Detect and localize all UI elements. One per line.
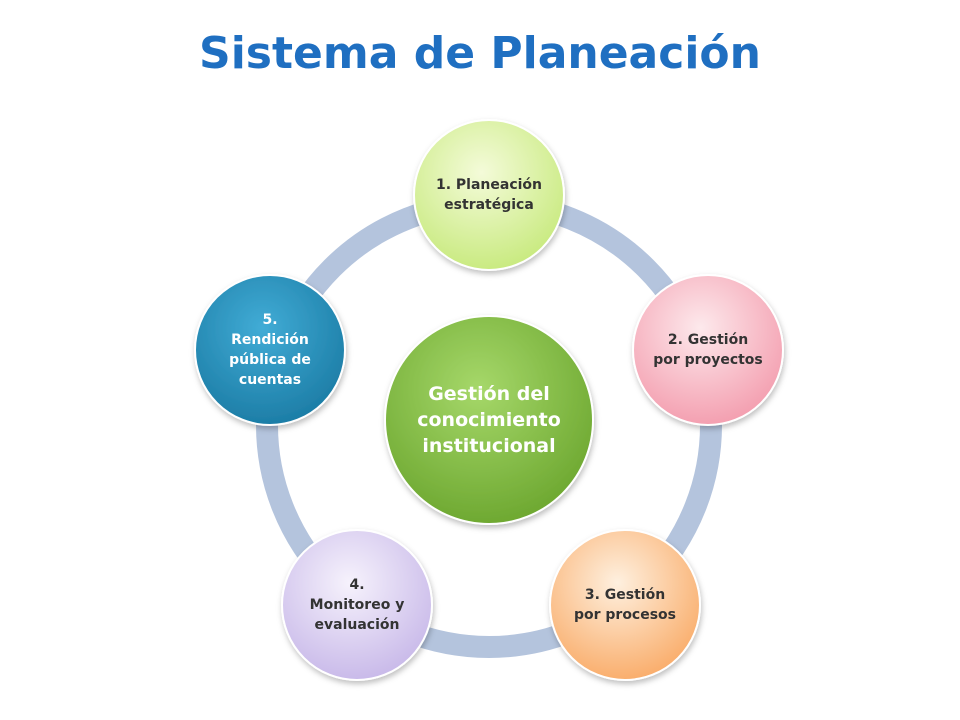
node-4-label-text: 4. Monitoreo y evaluación [309,577,405,633]
node-2-label: 2. Gestión por proyectos [653,300,763,400]
node-5-circle [194,274,346,426]
node-1-circle [413,119,565,271]
node-5-label-text: 5. Rendición pública de cuentas [229,312,311,388]
node-1-label-text: 1. Planeación estratégica [435,177,543,213]
node-3-label: 3. Gestión por procesos [570,555,680,655]
page-title: Sistema de Planeación [199,28,761,79]
node-3-circle [549,529,701,681]
node-4-label: 4. Monitoreo y evaluación [307,555,407,655]
node-5-label: 5. Rendición pública de cuentas [222,300,318,400]
node-2-label-text: 2. Gestión por proyectos [653,332,763,368]
node-1-label: 1. Planeación estratégica [434,145,544,245]
center-label-text: Gestión del conocimiento institucional [417,383,561,457]
center-circle [384,315,594,525]
center-label: Gestión del conocimiento institucional [409,360,569,480]
node-2-circle [632,274,784,426]
node-3-label-text: 3. Gestión por procesos [573,587,677,623]
node-4-circle [281,529,433,681]
